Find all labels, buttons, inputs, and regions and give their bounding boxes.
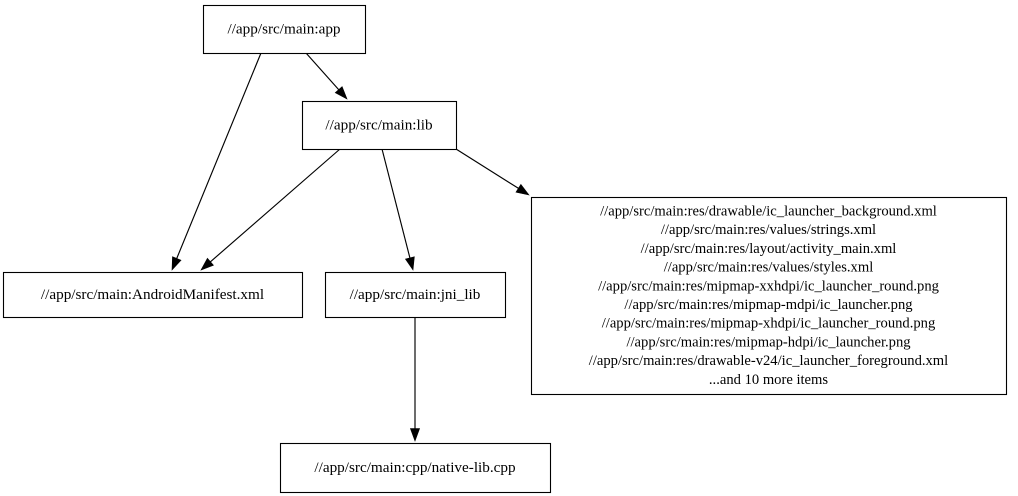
node-label: //app/src/main:AndroidManifest.xml [41,286,264,303]
node-label-line: //app/src/main:res/values/styles.xml [664,260,874,276]
arrowhead-icon [409,428,421,442]
node-label-line: ...and 10 more items [709,372,828,388]
node-box[interactable] [301,100,458,151]
graph-edge [305,52,348,100]
node-label-line: //app/src/main:res/drawable/ic_launcher_… [600,203,937,219]
node-box[interactable] [530,196,1008,396]
graph-edge [171,52,262,271]
arrowhead-icon [171,256,182,271]
graph-edge [409,317,421,442]
edge-line [208,148,341,264]
node-box[interactable] [2,271,304,319]
edge-line [455,148,521,191]
node-label-line: //app/src/main:res/layout/activity_main.… [641,241,897,257]
node-label: //app/src/main:lib [325,116,433,133]
graph-node-native_lib[interactable]: //app/src/main:cpp/native-lib.cpp [279,442,552,494]
edge-line [305,52,341,92]
arrowhead-icon [404,256,415,271]
nodes-layer: //app/src/main:app //app/src/main:lib //ap… [2,4,1008,494]
node-label: //app/src/main:jni_lib [350,286,481,303]
graph-edge [455,148,530,196]
graph-node-lib[interactable]: //app/src/main:lib [301,100,458,151]
node-label: //app/src/main:cpp/native-lib.cpp [314,459,515,476]
graph-node-app[interactable]: //app/src/main:app [202,4,367,55]
node-label-line: //app/src/main:res/mipmap-xhdpi/ic_launc… [602,316,936,332]
edge-line [175,52,262,261]
edge-line [381,148,412,261]
node-label-line: //app/src/main:res/values/strings.xml [661,222,876,238]
arrowhead-icon [515,183,530,196]
edges-layer [171,52,530,442]
node-box[interactable] [324,271,507,319]
node-label-line: //app/src/main:res/mipmap-xxhdpi/ic_laun… [598,278,940,294]
node-label-line: //app/src/main:res/mipmap-mdpi/ic_launch… [624,297,913,313]
node-label: //app/src/main:app [227,20,340,37]
arrowhead-icon [200,257,214,271]
node-box[interactable] [279,442,552,494]
node-label-line: //app/src/main:res/mipmap-hdpi/ic_launch… [626,334,911,350]
graph-node-res_group[interactable]: //app/src/main:res/drawable/ic_launcher_… [530,196,1008,396]
graph-edge [381,148,415,271]
graph-node-jni_lib[interactable]: //app/src/main:jni_lib [324,271,507,319]
node-label-line: //app/src/main:res/drawable-v24/ic_launc… [589,353,948,369]
graph-edge [200,148,341,271]
graph-node-manifest[interactable]: //app/src/main:AndroidManifest.xml [2,271,304,319]
arrowhead-icon [334,86,348,100]
node-box[interactable] [202,4,367,55]
